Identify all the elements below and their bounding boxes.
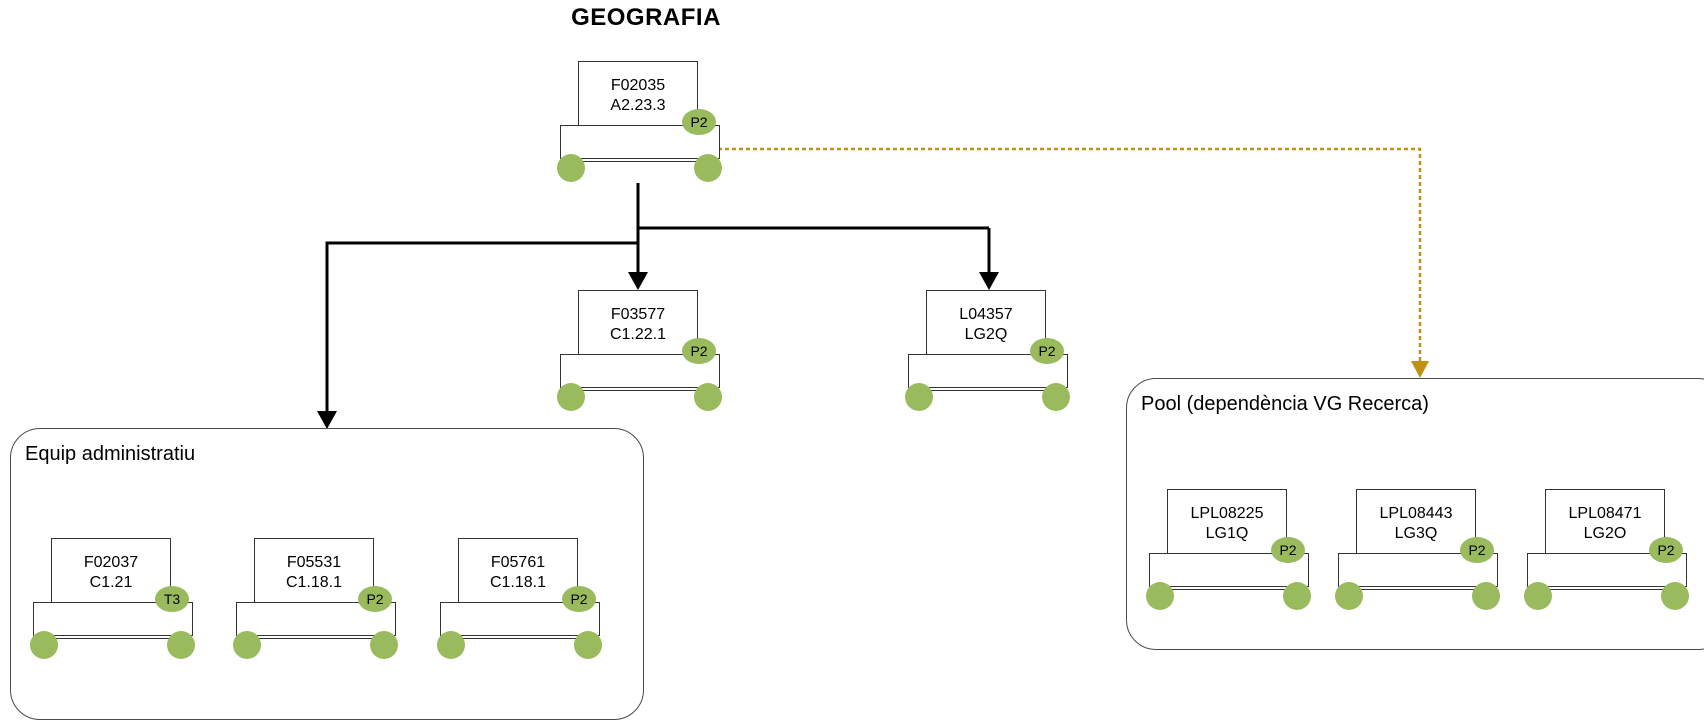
printer-wheel-left <box>1335 582 1363 610</box>
group-label-pool: Pool (dependència VG Recerca) <box>1141 393 1429 415</box>
printer-lpl08225[interactable]: LPL08225 LG1Q P2 <box>1146 489 1311 610</box>
printer-location-code: C1.18.1 <box>489 574 547 591</box>
printer-wheel-left <box>557 383 585 411</box>
printer-location-code: LG1Q <box>1205 525 1249 542</box>
printer-paper: F05761 C1.18.1 <box>458 538 578 608</box>
printer-location-code: LG2O <box>1583 525 1627 542</box>
printer-id: F05531 <box>286 554 342 571</box>
printer-wheel-right <box>167 631 195 659</box>
printer-l04357[interactable]: L04357 LG2Q P2 <box>905 290 1070 411</box>
printer-wheel-right <box>694 154 722 182</box>
printer-wheel-left <box>30 631 58 659</box>
printer-tray <box>572 157 708 162</box>
printer-paper: F02035 A2.23.3 <box>578 61 698 131</box>
printer-wheel-right <box>1472 582 1500 610</box>
printer-wheel-left <box>1146 582 1174 610</box>
printer-badge: P2 <box>562 586 596 612</box>
printer-location-code: LG3Q <box>1394 525 1438 542</box>
printer-id: L04357 <box>959 306 1013 323</box>
printer-wheel-right <box>370 631 398 659</box>
printer-wheel-right <box>1042 383 1070 411</box>
printer-badge: P2 <box>1649 537 1683 563</box>
hierarchy-connectors <box>325 183 991 413</box>
printer-paper: L04357 LG2Q <box>926 290 1046 360</box>
printer-tray <box>1161 585 1297 590</box>
printer-badge: P2 <box>1460 537 1494 563</box>
group-pool-vg-recerca: Pool (dependència VG Recerca) <box>1126 378 1704 650</box>
printer-wheel-left <box>557 154 585 182</box>
printer-paper: LPL08443 LG3Q <box>1356 489 1476 559</box>
printer-wheel-right <box>574 631 602 659</box>
printer-id: LPL08443 <box>1379 505 1453 522</box>
arrowhead-f03577 <box>628 272 648 290</box>
printer-paper: LPL08225 LG1Q <box>1167 489 1287 559</box>
printer-wheel-right <box>694 383 722 411</box>
printer-wheel-left <box>905 383 933 411</box>
printer-wheel-left <box>1524 582 1552 610</box>
printer-tray <box>1350 585 1486 590</box>
arrowhead-l04357 <box>979 272 999 290</box>
printer-tray <box>248 634 384 639</box>
printer-f03577[interactable]: F03577 C1.22.1 P2 <box>557 290 722 411</box>
printer-id: LPL08471 <box>1568 505 1642 522</box>
printer-badge: T3 <box>155 586 189 612</box>
printer-id: F02037 <box>83 554 139 571</box>
printer-tray <box>920 386 1056 391</box>
dotted-arrow-to-pool <box>718 147 1422 362</box>
printer-id: F05761 <box>490 554 546 571</box>
group-label-equip: Equip administratiu <box>25 443 196 465</box>
printer-wheel-left <box>437 631 465 659</box>
printer-tray <box>1539 585 1675 590</box>
printer-location-code: C1.21 <box>89 574 133 591</box>
printer-tray <box>45 634 181 639</box>
printer-lpl08443[interactable]: LPL08443 LG3Q P2 <box>1335 489 1500 610</box>
arrow-to-equip-group <box>325 241 638 413</box>
printer-badge: P2 <box>682 338 716 364</box>
printer-location-code: C1.22.1 <box>609 326 667 343</box>
printer-tray <box>452 634 588 639</box>
printer-wheel-left <box>233 631 261 659</box>
connector-layer <box>317 147 1429 429</box>
printer-wheel-right <box>1283 582 1311 610</box>
printer-paper: F02037 C1.21 <box>51 538 171 608</box>
printer-badge: P2 <box>358 586 392 612</box>
printer-lpl08471[interactable]: LPL08471 LG2O P2 <box>1524 489 1689 610</box>
printer-location-code: A2.23.3 <box>610 97 666 114</box>
printer-tray <box>572 386 708 391</box>
printer-f02037[interactable]: F02037 C1.21 T3 <box>30 538 195 659</box>
printer-wheel-right <box>1661 582 1689 610</box>
printer-badge: P2 <box>682 109 716 135</box>
printer-paper: F05531 C1.18.1 <box>254 538 374 608</box>
printer-f02035[interactable]: F02035 A2.23.3 P2 <box>557 61 722 182</box>
printer-id: F03577 <box>610 306 666 323</box>
arrowhead-pool <box>1411 361 1429 378</box>
printer-f05531[interactable]: F05531 C1.18.1 P2 <box>233 538 398 659</box>
dependency-connector <box>718 147 1429 378</box>
printer-location-code: C1.18.1 <box>285 574 343 591</box>
printer-id: LPL08225 <box>1190 505 1264 522</box>
printer-id: F02035 <box>610 77 666 94</box>
arrowhead-equip-group <box>317 411 337 429</box>
arrow-heads <box>317 272 999 429</box>
printer-paper: F03577 C1.22.1 <box>578 290 698 360</box>
printer-location-code: LG2Q <box>964 326 1008 343</box>
printer-f05761[interactable]: F05761 C1.18.1 P2 <box>437 538 602 659</box>
printer-badge: P2 <box>1030 338 1064 364</box>
printer-badge: P2 <box>1271 537 1305 563</box>
printer-paper: LPL08471 LG2O <box>1545 489 1665 559</box>
diagram-title: GEOGRAFIA <box>571 4 721 31</box>
